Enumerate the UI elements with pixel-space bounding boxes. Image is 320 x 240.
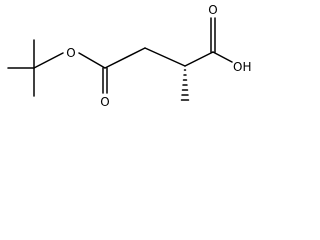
molecule-structure-diagram: O O O OH [7,3,251,109]
ester-group [78,47,146,94]
hashed-wedge-methyl-bond [180,69,190,101]
bond-ch2-to-stereocenter [144,47,186,67]
bond-acid-c-to-oh [212,51,233,63]
bond-tbu-to-ester-o [33,52,64,69]
bond-stereocenter-to-acid-c [184,51,214,67]
bond-ester-o-to-carbonyl-c [78,52,106,69]
bond-ester-c-to-ch2 [104,47,146,69]
acid-carbonyl-oxygen-label: O [208,3,217,17]
ester-carbonyl-oxygen-label: O [100,95,109,109]
acid-hydroxyl-label: OH [233,60,251,74]
tert-butyl-group [7,39,64,97]
ester-single-oxygen-label: O [66,46,75,60]
carboxylic-acid-group [184,17,233,67]
